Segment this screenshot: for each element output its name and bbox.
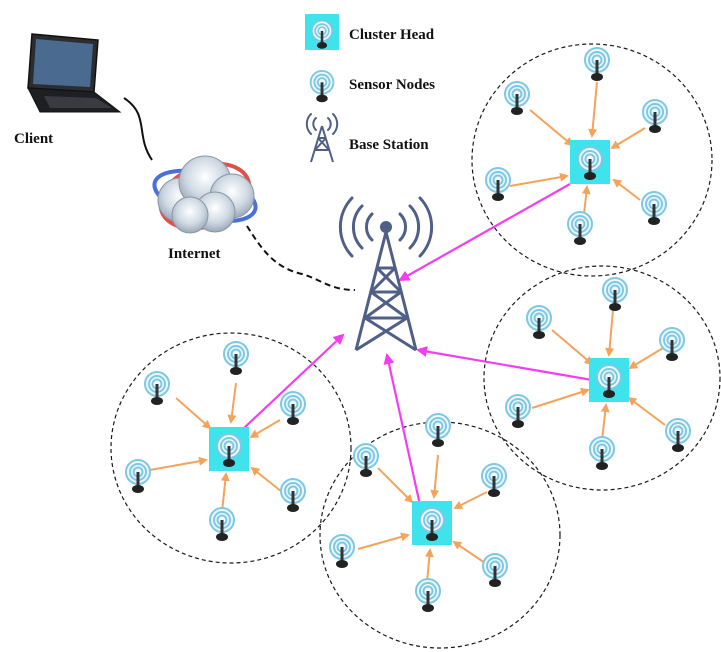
client-label: Client <box>14 131 53 147</box>
cluster-boundary-top-right <box>471 43 713 277</box>
sensor-arrow <box>551 329 594 366</box>
legend-base-station-label: Base Station <box>349 137 429 153</box>
sensor-node-icon <box>209 507 235 541</box>
sensor-arrow <box>227 382 237 424</box>
sensor-node-icon <box>505 394 531 428</box>
sensor-arrow <box>610 127 646 150</box>
sensor-node-icon <box>641 191 667 225</box>
sensor-to-head-arrows <box>149 81 669 583</box>
sensor-arrow <box>600 403 610 441</box>
sensor-arrow <box>149 456 208 471</box>
sensor-node-icon <box>567 211 593 245</box>
sensor-node-icon <box>526 305 552 339</box>
sensor-arrow <box>453 491 488 509</box>
sensor-arrow <box>529 109 574 147</box>
sensor-node-icon <box>485 167 511 201</box>
cloud-icon <box>152 155 258 234</box>
sensor-node-icon <box>125 459 151 493</box>
sensor-arrow <box>175 397 212 430</box>
sensor-arrow <box>424 548 434 583</box>
sensor-node-icon <box>144 371 170 405</box>
sensor-arrow <box>249 419 281 439</box>
sensor-node-icon <box>504 81 530 115</box>
sensor-node-icon <box>596 364 622 398</box>
sensor-arrow <box>588 81 598 138</box>
sensor-arrow <box>605 309 615 357</box>
sensor-node-icon <box>415 578 441 612</box>
arrow-head-top-right-to-base <box>398 183 571 281</box>
sensor-arrow <box>377 467 414 504</box>
sensor-arrow <box>357 532 410 550</box>
internet-tower-link <box>246 225 356 291</box>
arrow-head-bottom-to-base <box>383 353 422 506</box>
sensor-node-icon <box>577 146 603 180</box>
sensor-arrow <box>509 172 569 187</box>
cluster-boundary-left <box>110 332 352 564</box>
sensor-node-icon <box>482 553 508 587</box>
sensor-node-icon <box>584 47 610 81</box>
client-internet-link <box>123 97 153 161</box>
legend-cluster-head-label: Cluster Head <box>349 27 435 43</box>
sensor-node-icon <box>329 534 355 568</box>
sensor-node-icon <box>280 391 306 425</box>
sensor-node-icon <box>216 433 242 467</box>
sensor-node-icon <box>659 327 685 361</box>
sensor-node-icon <box>310 19 334 49</box>
sensor-node-icon <box>642 99 668 133</box>
legend-sensor-node-icon <box>309 19 335 103</box>
laptop-icon <box>27 33 122 113</box>
head-to-base-arrows <box>243 183 593 506</box>
sensor-node-icon <box>223 341 249 375</box>
sensor-node-icon <box>481 463 507 497</box>
sensor-arrow <box>220 472 230 513</box>
legend: Cluster Head Sensor Nodes Base Station <box>305 14 435 163</box>
sensor-nodes <box>125 47 691 612</box>
sensor-node-icon <box>280 478 306 512</box>
sensor-node-icon <box>589 436 615 470</box>
sensor-node-icon <box>665 418 691 452</box>
arrow-head-right-to-base <box>416 346 593 382</box>
cluster-boundary-right <box>483 265 721 491</box>
arrow-head-left-to-base <box>243 333 345 429</box>
tower-icon <box>338 196 434 352</box>
sensor-arrow <box>250 466 283 493</box>
internet-label: Internet <box>168 246 221 262</box>
sensor-node-icon <box>425 413 451 447</box>
legend-sensor-nodes-label: Sensor Nodes <box>349 77 435 93</box>
sensor-arrow <box>627 396 666 426</box>
sensor-arrow <box>430 454 440 499</box>
sensor-arrow <box>612 178 641 201</box>
legend-base-station-icon <box>305 113 339 163</box>
sensor-node-icon <box>602 277 628 311</box>
sensor-arrow <box>628 344 669 370</box>
sensor-arrow <box>452 540 489 566</box>
sensor-arrow <box>531 387 590 409</box>
sensor-node-icon <box>309 69 335 103</box>
cluster-boundaries <box>110 43 721 649</box>
sensor-node-icon <box>419 507 445 541</box>
sensor-node-icon <box>353 443 379 477</box>
